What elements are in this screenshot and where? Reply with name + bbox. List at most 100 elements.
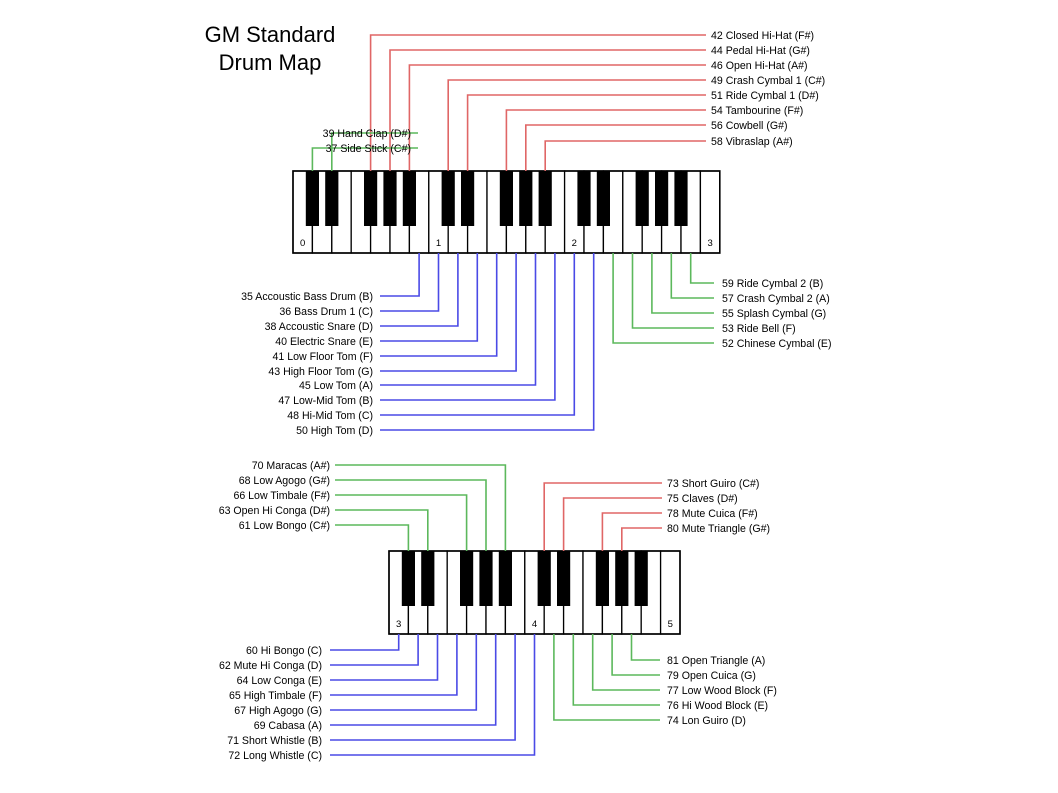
black-key xyxy=(364,171,378,226)
black-key xyxy=(499,171,513,226)
drum-label: 38 Accoustic Snare (D) xyxy=(265,321,373,333)
octave-label: 2 xyxy=(572,238,577,249)
drum-label: 80 Mute Triangle (G#) xyxy=(667,523,770,535)
connector-line xyxy=(335,494,468,551)
drum-label: 54 Tambourine (F#) xyxy=(711,105,803,117)
connector-line xyxy=(330,634,478,711)
drum-label: 59 Ride Cymbal 2 (B) xyxy=(722,278,823,290)
connector-line xyxy=(330,634,419,666)
black-key xyxy=(538,171,552,226)
connector-line xyxy=(543,482,662,551)
connector-line xyxy=(331,132,418,171)
connector-line xyxy=(572,634,660,706)
connector-line xyxy=(380,253,556,401)
connector-line xyxy=(330,634,536,756)
drum-label: 78 Mute Cuica (F#) xyxy=(667,508,758,520)
connector-line xyxy=(601,512,662,551)
connector-line xyxy=(380,253,537,386)
drum-label: 67 High Agogo (G) xyxy=(234,705,322,717)
connector-line xyxy=(630,634,660,661)
connector-line xyxy=(670,253,714,299)
connector-line xyxy=(335,509,429,551)
drum-label: 43 High Floor Tom (G) xyxy=(268,366,373,378)
black-key xyxy=(421,551,435,606)
drum-label: 57 Crash Cymbal 2 (A) xyxy=(722,293,830,305)
drum-label: 74 Lon Guiro (D) xyxy=(667,715,746,727)
drum-label: 36 Bass Drum 1 (C) xyxy=(279,306,373,318)
black-key xyxy=(635,171,649,226)
black-key xyxy=(537,551,551,606)
drum-label: 77 Low Wood Block (F) xyxy=(667,685,777,697)
connector-line xyxy=(544,140,706,171)
black-key xyxy=(577,171,591,226)
connector-line xyxy=(330,634,439,681)
drum-label: 40 Electric Snare (E) xyxy=(275,336,373,348)
connector-line xyxy=(380,253,517,372)
black-key xyxy=(460,551,474,606)
connector-line xyxy=(330,634,516,741)
connector-line xyxy=(408,64,706,171)
keyboard-upper: 0 1 2 3 42 Closed Hi-Hat (F#) 44 Pedal Hi-Hat… xyxy=(241,30,831,437)
drum-label: 52 Chinese Cymbal (E) xyxy=(722,338,832,350)
connector-line xyxy=(612,253,714,344)
black-key xyxy=(325,171,339,226)
drum-label: 70 Maracas (A#) xyxy=(252,460,330,472)
connector-line xyxy=(380,253,576,416)
octave-label: 0 xyxy=(300,238,305,249)
octave-label: 4 xyxy=(532,619,537,630)
drum-label: 42 Closed Hi-Hat (F#) xyxy=(711,30,814,42)
connector-line xyxy=(689,253,714,284)
connector-line xyxy=(389,49,706,171)
connector-line xyxy=(330,634,400,651)
black-key xyxy=(557,551,571,606)
drum-label: 79 Open Cuica (G) xyxy=(667,670,756,682)
connector-line xyxy=(591,634,660,691)
octave-label: 1 xyxy=(436,238,441,249)
connector-line xyxy=(311,147,418,171)
black-key xyxy=(441,171,455,226)
keyboard-lower: 3 4 5 70 Maracas (A#) 68 Low Agogo (G#) 66 Lo… xyxy=(219,460,777,762)
drum-label: 60 Hi Bongo (C) xyxy=(246,645,322,657)
drum-label: 37 Side Stick (C#) xyxy=(326,143,411,155)
drum-label: 69 Cabasa (A) xyxy=(254,720,322,732)
connector-line xyxy=(380,253,498,357)
black-key xyxy=(383,171,397,226)
drum-label: 44 Pedal Hi-Hat (G#) xyxy=(711,45,810,57)
drum-label: 65 High Timbale (F) xyxy=(229,690,322,702)
drum-label: 75 Claves (D#) xyxy=(667,493,738,505)
octave-label: 5 xyxy=(668,619,673,630)
connector-line xyxy=(380,253,420,297)
drum-label: 66 Low Timbale (F#) xyxy=(233,490,330,502)
octave-label: 3 xyxy=(396,619,401,630)
black-key xyxy=(634,551,648,606)
drum-label: 81 Open Triangle (A) xyxy=(667,655,765,667)
connector-line xyxy=(330,634,458,696)
connector-line xyxy=(553,634,660,721)
drum-label: 61 Low Bongo (C#) xyxy=(239,520,330,532)
octave-label: 3 xyxy=(707,238,712,249)
drum-label: 48 Hi-Mid Tom (C) xyxy=(287,410,373,422)
connector-line xyxy=(611,634,660,676)
drum-label: 68 Low Agogo (G#) xyxy=(239,475,330,487)
drum-label: 51 Ride Cymbal 1 (D#) xyxy=(711,90,819,102)
drum-label: 49 Crash Cymbal 1 (C#) xyxy=(711,75,825,87)
drum-label: 53 Ride Bell (F) xyxy=(722,323,796,335)
drum-label: 35 Accoustic Bass Drum (B) xyxy=(241,291,373,303)
drum-label: 45 Low Tom (A) xyxy=(299,380,373,392)
title-line-2: Drum Map xyxy=(219,50,322,75)
connector-line xyxy=(562,497,662,551)
connector-line xyxy=(466,94,706,171)
black-key xyxy=(596,171,610,226)
connector-line xyxy=(330,634,497,726)
drum-label: 76 Hi Wood Block (E) xyxy=(667,700,768,712)
black-key xyxy=(674,171,688,226)
black-key xyxy=(479,551,493,606)
drum-label: 63 Open Hi Conga (D#) xyxy=(219,505,330,517)
black-key xyxy=(519,171,533,226)
drum-label: 73 Short Guiro (C#) xyxy=(667,478,759,490)
drum-label: 47 Low-Mid Tom (B) xyxy=(278,395,373,407)
black-key xyxy=(402,171,416,226)
connector-line xyxy=(447,79,706,171)
drum-label: 39 Hand Clap (D#) xyxy=(323,128,411,140)
